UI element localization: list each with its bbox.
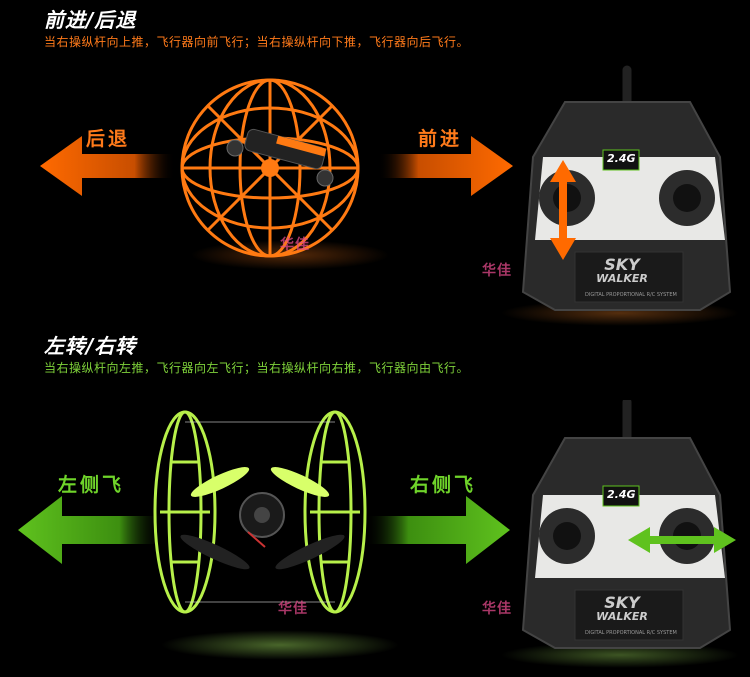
brand-logo: SKY WALKER [592,593,652,624]
arrow-left-icon [40,136,175,196]
forward-backward-section: 前进/后退 当右操纵杆向上推，飞行器向前飞行；当右操纵杆向下推，飞行器向后飞行。… [0,0,750,330]
watermark: 华佳 [278,601,308,617]
arrow-right-icon [365,496,510,564]
forward-label: 前进 [418,128,463,150]
up-down-arrow-icon [550,160,576,260]
watermark: 华佳 [482,601,512,617]
frequency-label: 2.4G [607,488,636,501]
right-side-flight-label: 右侧飞 [410,474,477,496]
brand-line1: SKY [604,593,640,612]
side-flight-section: 左转/右转 当右操纵杆向左推，飞行器向左飞行；当右操纵杆向右推，飞行器向由飞行。… [0,330,750,677]
arrow-left-icon [18,496,163,564]
brand-line2: WALKER [596,272,648,285]
remote-controller-image [521,65,732,311]
green-cage-drone-image [153,410,367,614]
remote-controller-image [521,400,732,649]
brand-logo: SKY WALKER [592,255,652,286]
left-right-arrow-icon [628,527,736,553]
frequency-label: 2.4G [607,152,636,165]
watermark: 华佳 [482,263,512,279]
section-title: 前进/后退 [44,8,137,32]
watermark: 华佳 [280,237,310,253]
brand-subtitle: DIGITAL PROPORTIONAL R/C SYSTEM [585,292,677,298]
backward-label: 后退 [86,128,131,150]
left-side-flight-label: 左侧飞 [58,474,125,496]
arrow-right-icon [378,136,513,196]
brand-line2: WALKER [596,610,648,623]
brand-subtitle: DIGITAL PROPORTIONAL R/C SYSTEM [585,630,677,636]
section-description: 当右操纵杆向左推，飞行器向左飞行；当右操纵杆向右推，飞行器向由飞行。 [44,361,470,375]
section-description: 当右操纵杆向上推，飞行器向前飞行；当右操纵杆向下推，飞行器向后飞行。 [44,35,470,49]
brand-line1: SKY [604,255,640,274]
orange-cage-drone-image [180,78,360,258]
drone-glow [160,630,400,660]
section-title: 左转/右转 [44,334,137,358]
